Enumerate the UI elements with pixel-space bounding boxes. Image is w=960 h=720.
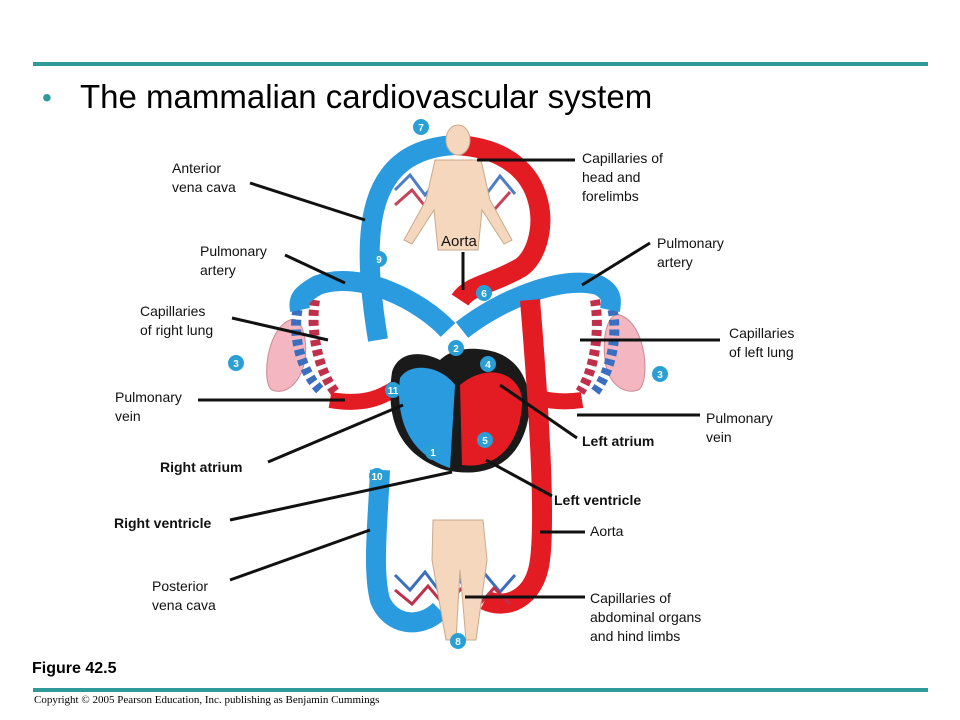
step-badges: 7 9 6 2 4 3 3 11 5 1 10 8 [228,119,668,649]
figure-label: Figure 42.5 [32,660,117,677]
step-badge-3-right: 3 [652,366,668,382]
label-capillaries-abdominal: Capillaries of abdominal organs and hind… [590,590,702,644]
label-aorta-top: Aorta [441,233,477,250]
step-badge-11: 11 [385,382,401,398]
slide-title: The mammalian cardiovascular system [80,78,653,115]
svg-text:8: 8 [455,637,461,648]
step-badge-6: 6 [476,285,492,301]
label-pulmonary-vein-left: Pulmonary vein [115,389,182,424]
svg-text:10: 10 [371,472,383,483]
label-left-atrium: Left atrium [582,433,655,449]
label-aorta-bottom: Aorta [590,523,624,539]
leader-lines [198,158,720,599]
label-pulmonary-artery-right: Pulmonary artery [657,235,724,270]
label-right-atrium: Right atrium [160,459,243,475]
svg-text:3: 3 [233,359,239,370]
label-posterior-vena-cava: Posterior vena cava [152,578,216,613]
step-badge-5: 5 [477,432,493,448]
descending-aorta-vessel [480,299,552,614]
svg-text:1: 1 [430,448,436,459]
top-rule [33,62,928,66]
right-lung [266,318,307,392]
step-badge-3-left: 3 [228,355,244,371]
step-badge-10: 10 [369,468,385,484]
svg-text:4: 4 [485,360,491,371]
label-pulmonary-vein-right: Pulmonary vein [706,410,773,445]
step-badge-8: 8 [450,633,466,649]
step-badge-9: 9 [371,251,387,267]
upper-body-figure [403,124,513,251]
anterior-vena-cava-vessel [359,135,456,342]
step-badge-7: 7 [413,119,429,135]
aorta-arch-vessel [451,135,551,307]
label-capillaries-right-lung: Capillaries of right lung [140,303,214,338]
svg-text:7: 7 [418,123,424,134]
heart [390,348,530,473]
title-bullet: • [42,82,52,113]
label-left-ventricle: Left ventricle [554,492,642,508]
bottom-rule [33,688,928,692]
step-badge-1: 1 [425,444,441,460]
copyright-text: Copyright © 2005 Pearson Education, Inc.… [34,694,380,706]
pulmonary-artery-right-vessel [289,271,456,338]
label-pulmonary-artery-left: Pulmonary artery [200,243,267,278]
svg-text:6: 6 [481,289,487,300]
svg-text:5: 5 [482,436,488,447]
label-capillaries-left-lung: Capillaries of left lung [729,325,795,360]
label-right-ventricle: Right ventricle [114,515,212,531]
lower-body-figure [431,519,488,641]
svg-text:11: 11 [388,386,399,397]
label-anterior-vena-cava: Anterior vena cava [172,160,236,195]
posterior-vena-cava-vessel [365,469,448,633]
label-capillaries-head: Capillaries of head and forelimbs [582,150,663,204]
step-badge-4: 4 [480,356,496,372]
step-badge-2: 2 [448,340,464,356]
svg-text:9: 9 [376,255,382,266]
svg-text:2: 2 [453,344,459,355]
svg-text:3: 3 [657,370,663,381]
